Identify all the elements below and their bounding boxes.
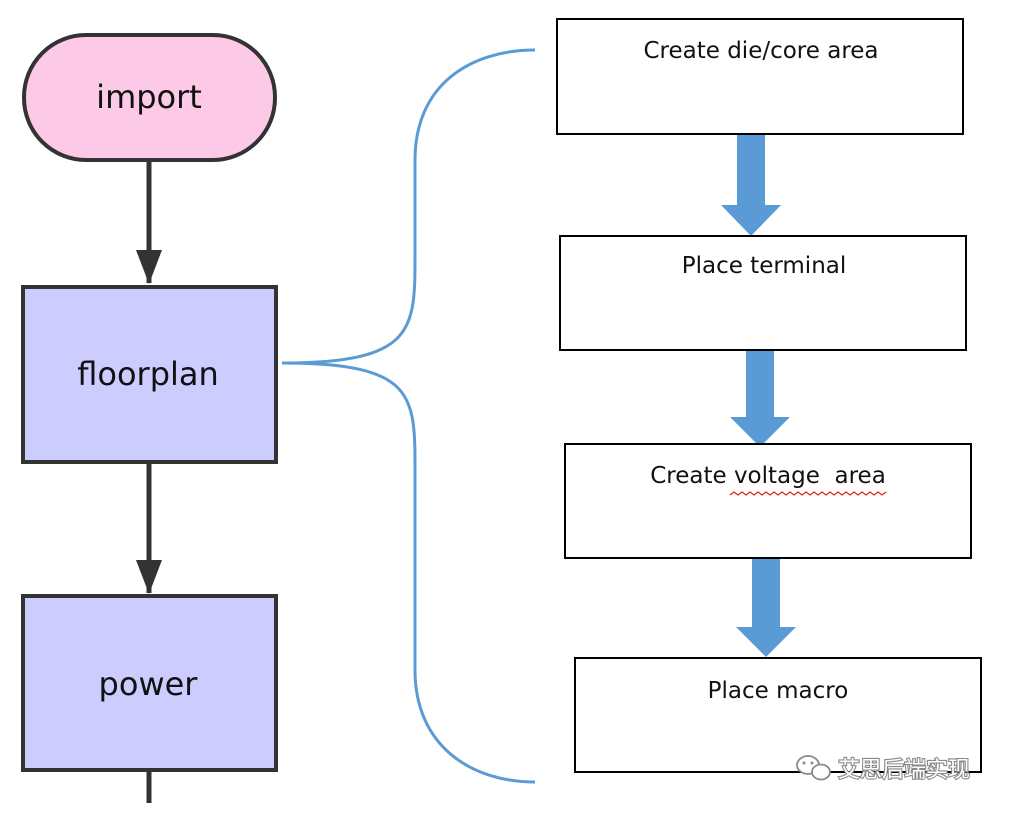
step-label: Create voltage area — [650, 463, 886, 489]
process-node-power: power — [21, 594, 278, 772]
step-arrow-1 — [721, 135, 781, 236]
step-label: Place terminal — [682, 253, 847, 279]
step-label: Create die/core area — [643, 38, 878, 64]
step-arrow-2 — [730, 350, 790, 447]
start-node-import: import — [22, 33, 277, 162]
process-node-floorplan: floorplan — [21, 285, 278, 464]
brace-connector — [281, 48, 536, 784]
start-node-label: import — [96, 78, 202, 116]
watermark: 艾思后端实现 — [796, 755, 971, 784]
flow-arrowhead-1 — [136, 250, 162, 284]
process-node-label: floorplan — [77, 355, 219, 393]
main-flow: import floorplan power — [21, 33, 278, 803]
process-node-label: power — [99, 665, 199, 703]
floorplan-step-flow: Create die/core area Place terminal Crea… — [556, 18, 982, 773]
step-box-create-voltage-area: Create voltage area — [564, 443, 972, 559]
step-arrow-3 — [736, 558, 796, 657]
step-box-place-terminal: Place terminal — [559, 235, 967, 351]
wechat-icon — [796, 755, 831, 781]
flow-arrowhead-2 — [136, 560, 162, 594]
step-box-create-die-core-area: Create die/core area — [556, 18, 964, 135]
step-box-place-macro: Place macro — [574, 657, 982, 773]
step-label: Place macro — [708, 678, 849, 704]
watermark-text: 艾思后端实现 — [838, 758, 970, 783]
spellcheck-squiggle — [729, 491, 887, 496]
